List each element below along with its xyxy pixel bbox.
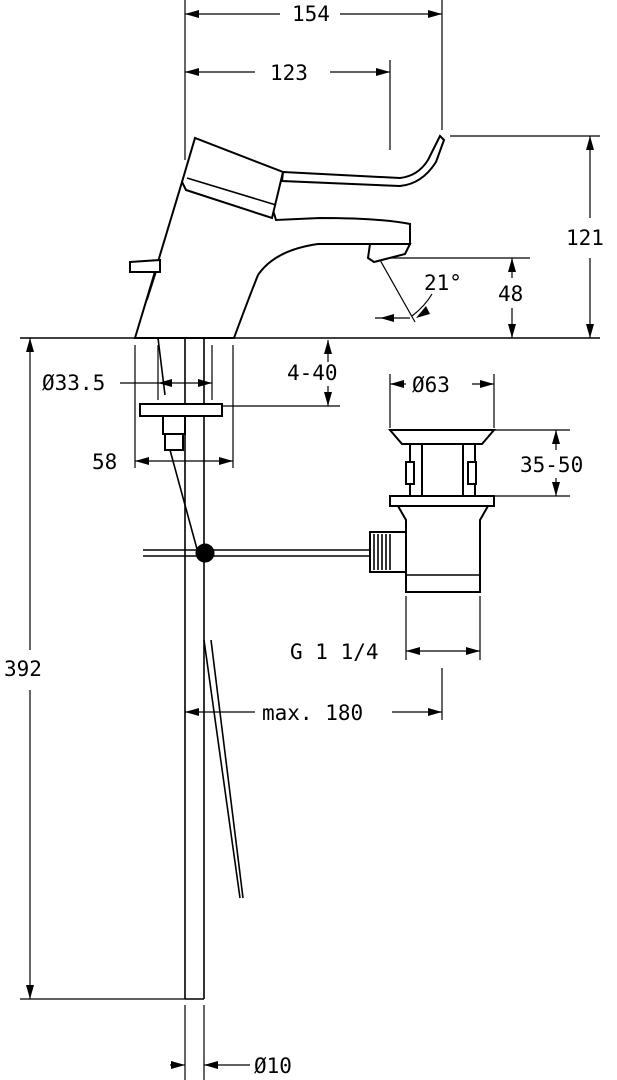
dim-spout-height: 48 xyxy=(498,282,523,306)
dim-waste-thread: G 1 1/4 xyxy=(290,640,379,664)
dimension-arrows xyxy=(26,10,594,1069)
waste-valve xyxy=(369,429,497,593)
dim-supply-diameter: Ø10 xyxy=(254,1054,292,1078)
dim-waste-adjust: 35-50 xyxy=(520,453,583,477)
dim-overall-width: 154 xyxy=(292,2,330,26)
dim-spout-reach: 123 xyxy=(270,61,308,85)
dim-supply-length: 392 xyxy=(4,657,42,681)
dim-waste-diameter: Ø63 xyxy=(412,373,450,397)
dim-tap-hole-diameter: Ø33.5 xyxy=(42,371,105,395)
dimension-lines xyxy=(20,0,600,1080)
dim-deck-thickness: 4-40 xyxy=(287,361,338,385)
dim-spout-angle: 21° xyxy=(424,271,462,295)
dim-total-height: 121 xyxy=(566,226,604,250)
dimension-labels: 154 123 121 48 21° Ø33.5 4-40 58 392 Ø10… xyxy=(4,2,604,1078)
mixer-body xyxy=(129,134,446,339)
dim-flange-width: 58 xyxy=(92,450,117,474)
mounting-fittings xyxy=(139,337,380,1000)
dim-pull-rod-length: max. 180 xyxy=(262,701,363,725)
